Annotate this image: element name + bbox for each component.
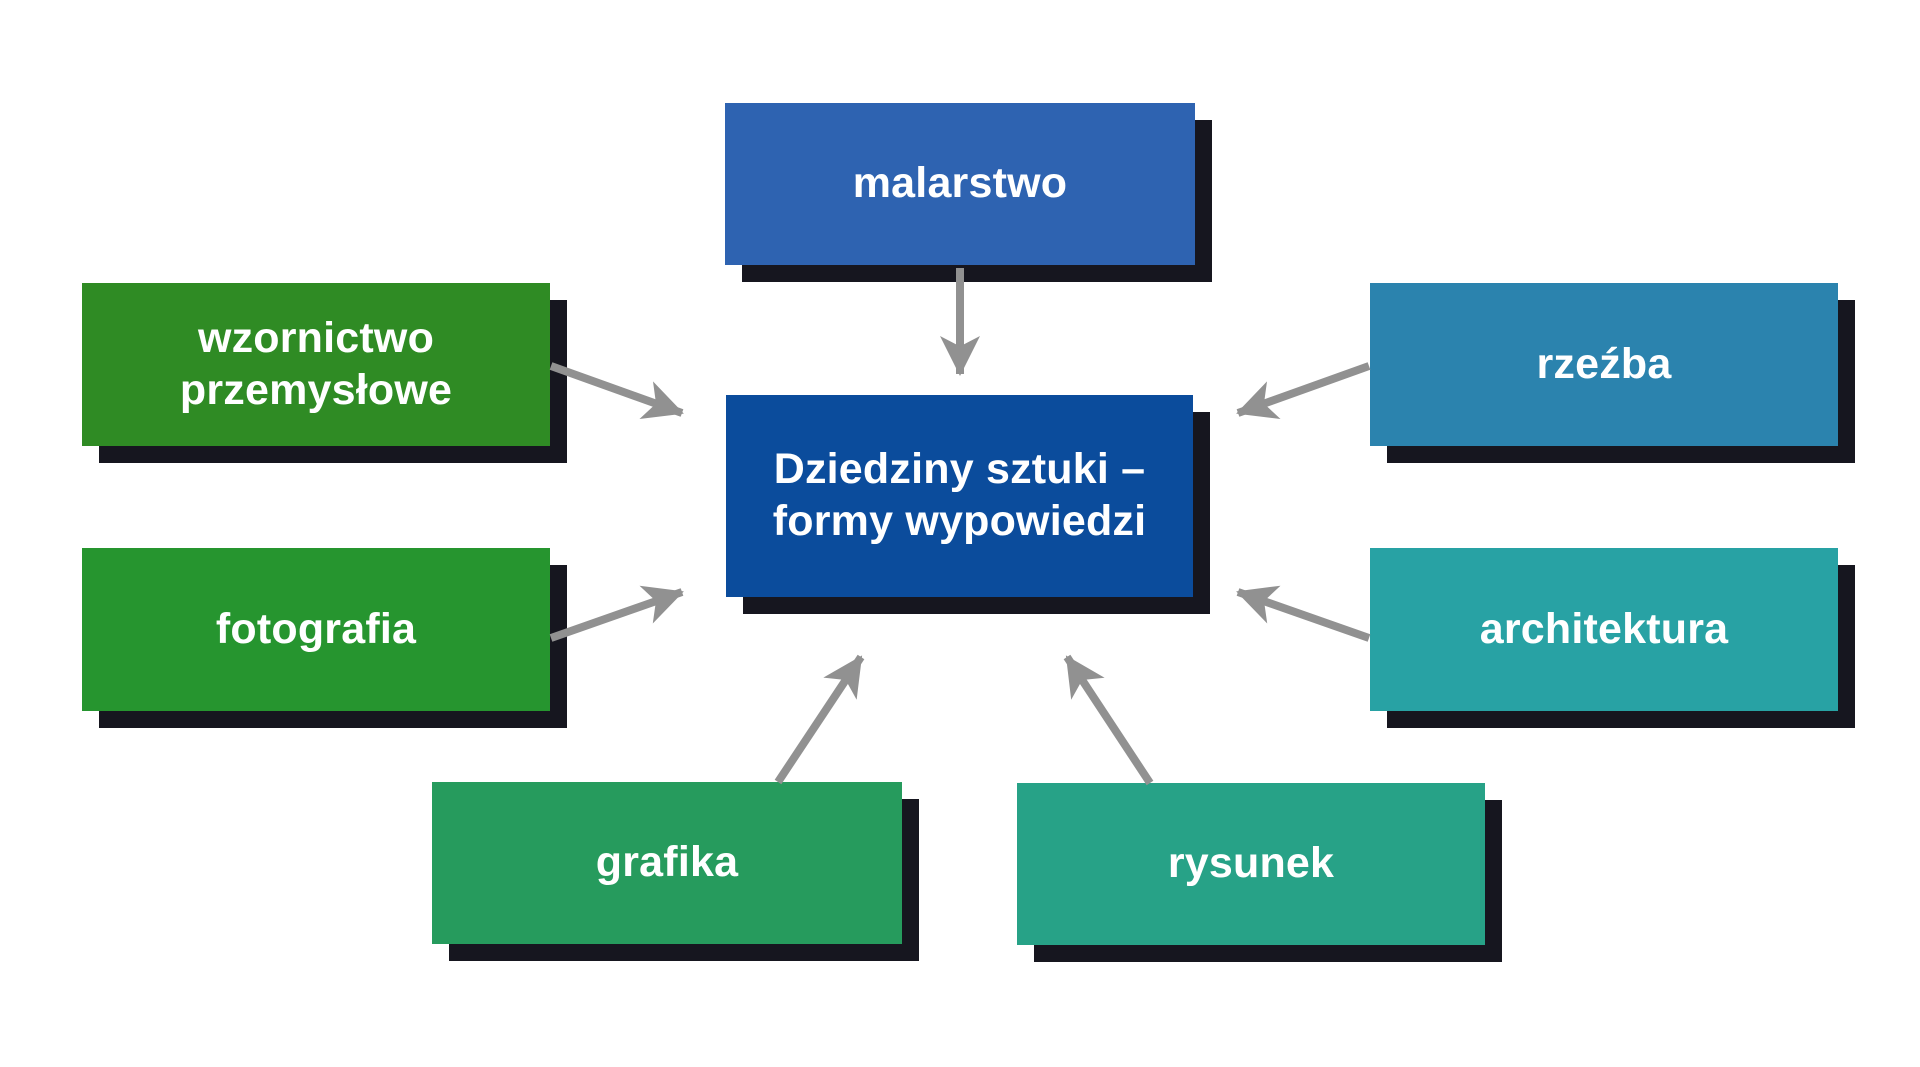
node-malarstwo: malarstwo (725, 103, 1195, 265)
node-rysunek: rysunek (1017, 783, 1485, 945)
node-label-grafika: grafika (595, 838, 739, 887)
arrow-architektura-to-dziedziny-sztuki (1236, 585, 1371, 642)
node-label-rysunek: rysunek (1167, 839, 1335, 888)
node-fotografia: fotografia (82, 548, 550, 711)
node-wzornictwo-przemyslowe: wzornictwo przemysłowe (82, 283, 550, 446)
node-label-rzezba: rzeźba (1536, 339, 1672, 388)
node-dziedziny-sztuki: Dziedziny sztuki – formy wypowiedzi (726, 395, 1193, 597)
node-rzezba: rzeźba (1370, 283, 1838, 446)
node-label-wzornictwo-przemyslowe: wzornictwo przemysłowe (179, 313, 453, 414)
arrow-wzornictwo-przemyslowe-to-dziedziny-sztuki (549, 362, 684, 419)
node-architektura: architektura (1370, 548, 1838, 711)
node-label-dziedziny-sztuki: Dziedziny sztuki – formy wypowiedzi (772, 445, 1147, 545)
node-label-fotografia: fotografia (215, 604, 417, 653)
node-label-malarstwo: malarstwo (852, 159, 1068, 208)
arrow-grafika-to-dziedziny-sztuki (774, 654, 865, 785)
arrow-fotografia-to-dziedziny-sztuki (549, 585, 684, 642)
node-grafika: grafika (432, 782, 902, 944)
node-label-architektura: architektura (1479, 604, 1729, 653)
arrow-rzezba-to-dziedziny-sztuki (1236, 362, 1371, 419)
arrow-rysunek-to-dziedziny-sztuki (1063, 654, 1154, 786)
